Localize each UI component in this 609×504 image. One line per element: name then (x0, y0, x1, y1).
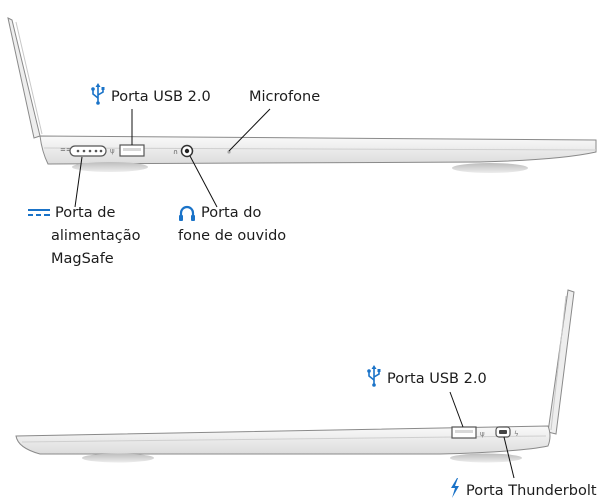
laptop-foot (82, 453, 154, 463)
laptop-lid-left (7, 17, 41, 139)
label-usb-bottom: Porta USB 2.0 (387, 371, 487, 387)
leader-headphone (189, 155, 218, 208)
svg-text:ϟ: ϟ (514, 430, 519, 438)
headphone-port: ∩ (173, 144, 194, 158)
laptop-base-left (39, 135, 597, 165)
label-microphone: Microfone (249, 89, 321, 105)
magsafe-port: == (60, 145, 107, 157)
leader-microphone (228, 108, 271, 152)
laptop-right-side: ψ ϟ (15, 289, 575, 479)
laptop-foot (72, 162, 148, 172)
laptop-foot (450, 453, 522, 463)
svg-text:==: == (60, 146, 72, 154)
microphone-hole (227, 150, 231, 154)
label-thunderbolt: Porta Thunderbolt (466, 483, 597, 499)
thunderbolt-icon (451, 478, 459, 498)
usb-icon (367, 365, 381, 387)
laptop-lid-right (547, 289, 575, 435)
leader-thunderbolt (503, 436, 515, 479)
usb-port-right: ψ (451, 426, 485, 439)
laptop-foot (452, 163, 528, 173)
label-usb-top: Porta USB 2.0 (111, 89, 211, 105)
laptop-left-side: == ψ ∩ (7, 17, 597, 208)
label-magsafe-line3: MagSafe (51, 251, 114, 267)
thunderbolt-port: ϟ (495, 426, 519, 438)
svg-text:ψ: ψ (110, 147, 115, 155)
label-magsafe-line1: Porta de (55, 205, 116, 221)
leader-usb-bottom (449, 391, 464, 428)
headphone-icon (179, 205, 195, 221)
dc-power-icon (28, 209, 50, 216)
label-magsafe-line2: alimentação (51, 228, 141, 244)
svg-text:ψ: ψ (480, 430, 485, 438)
usb-icon (91, 83, 105, 105)
laptop-base-right (15, 425, 551, 455)
label-headphone-line2: fone de ouvido (178, 228, 287, 244)
leader-magsafe (74, 156, 83, 208)
label-headphone-line1: Porta do (201, 205, 262, 221)
svg-text:∩: ∩ (173, 148, 178, 156)
